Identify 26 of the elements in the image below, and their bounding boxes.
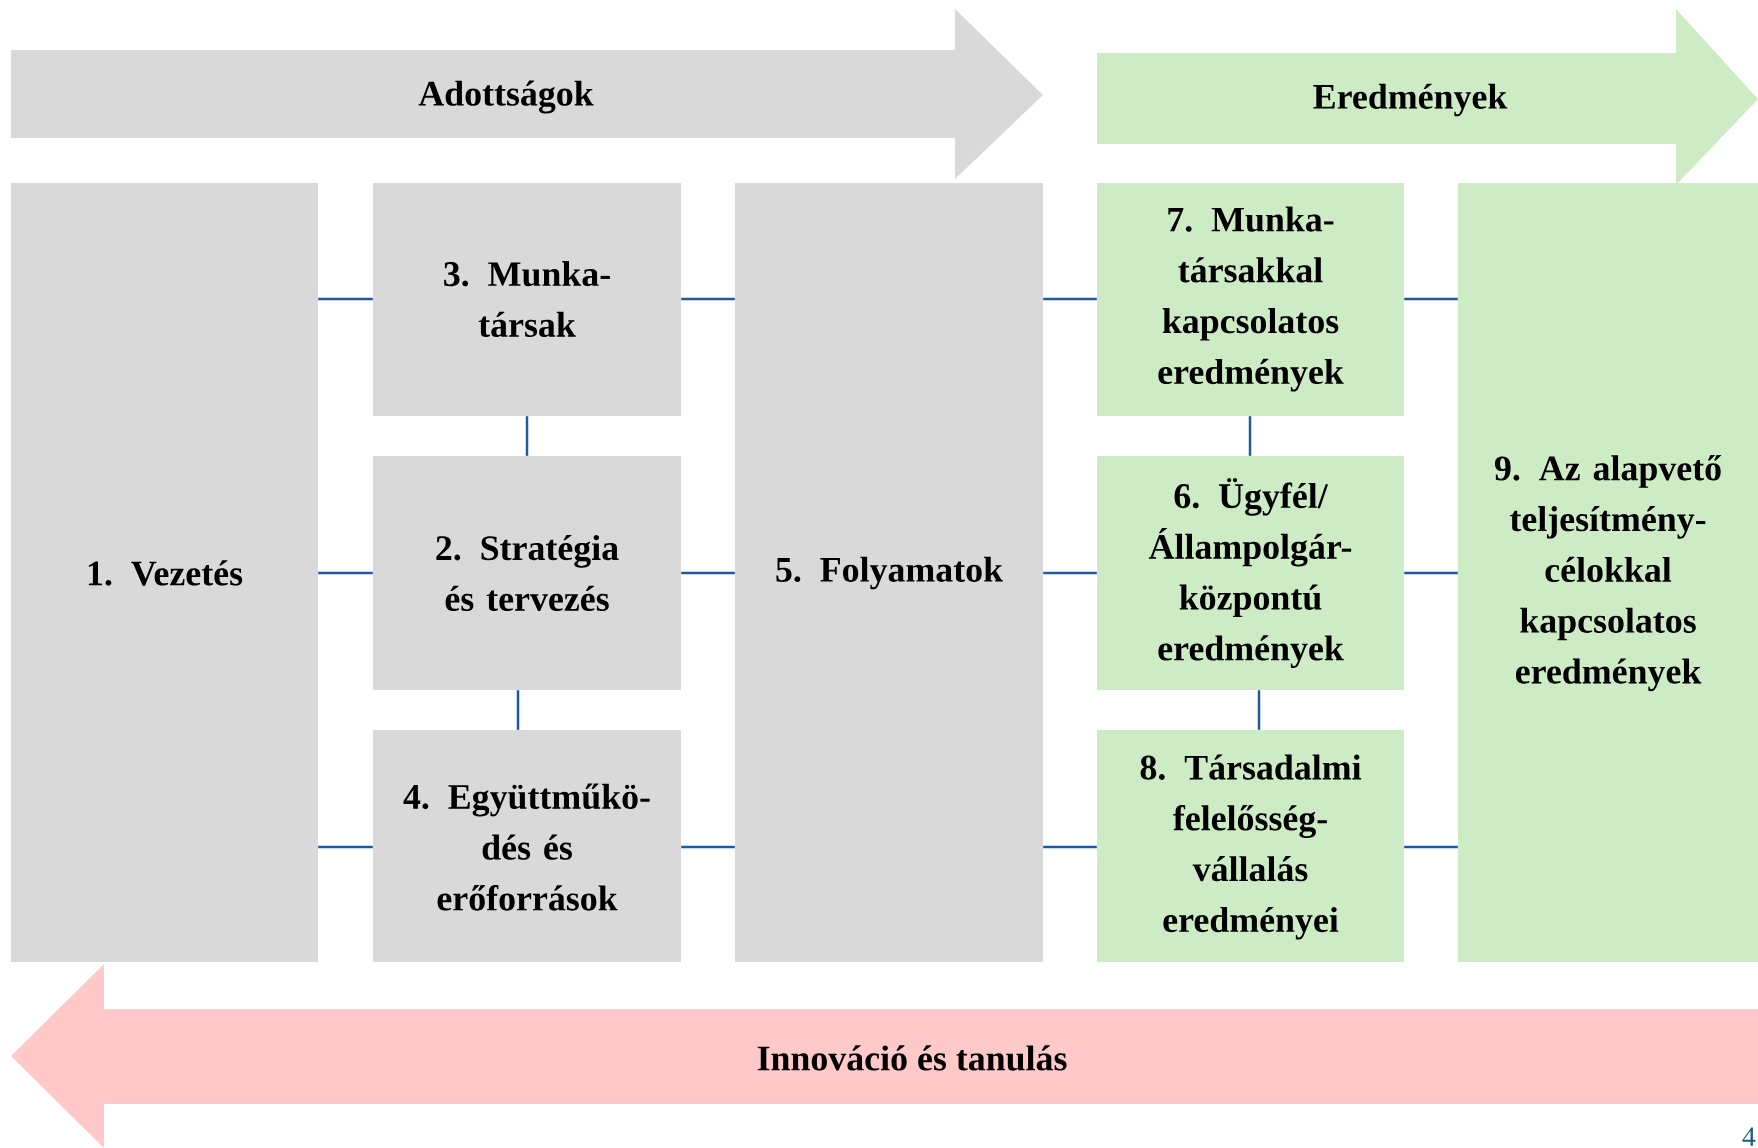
box: 3. Munka- társak (373, 183, 681, 416)
connector-line (1404, 845, 1458, 849)
connector-line (681, 845, 735, 849)
connector-line (525, 416, 529, 456)
connector-line (318, 845, 373, 849)
connector-line (318, 571, 373, 575)
box: 2. Stratégia és tervezés (373, 456, 681, 690)
box: 9. Az alapvető teljesítmény- célokkal kapcsolatos eredmények (1458, 183, 1758, 962)
page-number: 4 (1742, 1127, 1756, 1146)
connector-line (1043, 845, 1097, 849)
connector-line (1404, 297, 1458, 301)
connector-line (681, 571, 735, 575)
connector-line (516, 690, 520, 730)
connector-line (1257, 690, 1261, 730)
box: 7. Munka- társakkal kapcsolatos eredmények (1097, 183, 1404, 416)
connector-line (681, 297, 735, 301)
box: 4. Együttműkö- dés és erőforrások (373, 730, 681, 962)
box: 5. Folyamatok (735, 183, 1043, 962)
box: 6. Ügyfél/ Állampolgár- központú eredmények (1097, 456, 1404, 690)
box: 1. Vezetés (11, 183, 318, 962)
connector-line (318, 297, 373, 301)
connector-line (1043, 297, 1097, 301)
connector-line (1248, 416, 1252, 456)
connector-line (1043, 571, 1097, 575)
box: 8. Társadalmi felelősség- vállalás eredményei (1097, 730, 1404, 962)
connector-line (1404, 571, 1458, 575)
